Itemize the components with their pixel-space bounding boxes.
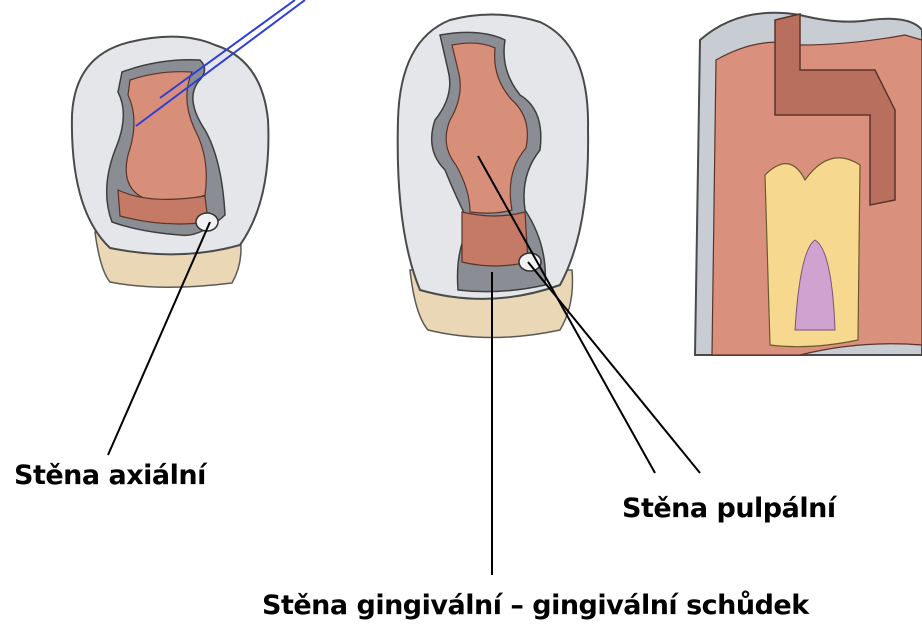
left-tooth: [72, 37, 269, 288]
pointer-pulpal-2: [528, 262, 700, 473]
label-axial-wall: Stěna axiální: [14, 460, 206, 491]
right-tooth-section: [695, 13, 922, 355]
middle-tooth-gingival-step: [462, 212, 528, 266]
label-pulpal-wall: Stěna pulpální: [622, 493, 836, 524]
label-gingival-wall: Stěna gingivální – gingivální schůdek: [262, 590, 809, 621]
